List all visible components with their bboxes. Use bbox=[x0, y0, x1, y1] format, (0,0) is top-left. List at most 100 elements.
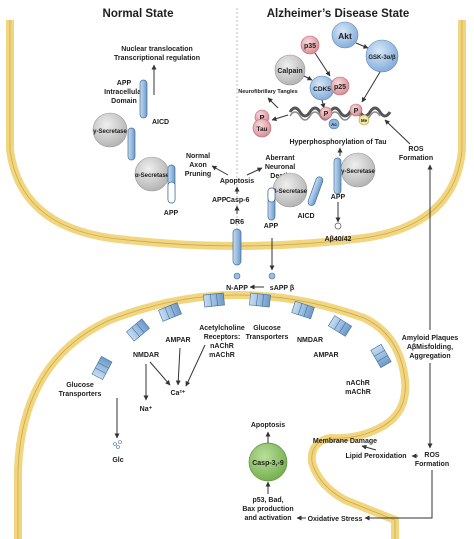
app-icd-label-2: Intracellular bbox=[104, 89, 144, 96]
neurofibrillary-tangles-label: Neurofibrillary Tangles bbox=[238, 89, 298, 95]
normal-axon-label-3: Pruning bbox=[185, 171, 211, 178]
arrow-apoptosis-to-aberrant bbox=[246, 167, 263, 176]
nmdar-right-label: NMDAR bbox=[297, 337, 323, 344]
abeta-fragment bbox=[334, 222, 342, 230]
receptor-nmdar-left bbox=[126, 318, 150, 342]
calpain-label: Calpain bbox=[277, 68, 302, 75]
n-app-fragment bbox=[233, 272, 241, 280]
akt-node bbox=[331, 21, 359, 49]
sapp-beta-label: sAPP β bbox=[270, 285, 295, 292]
formation-label-top: Formation bbox=[399, 155, 433, 162]
glucose-transporters-left-label-2: Transporters bbox=[59, 391, 102, 398]
arrow-lipid-to-membrane bbox=[361, 444, 377, 451]
nmdar-left-label: NMDAR bbox=[133, 352, 159, 359]
ach-receptors-label-3: nAChR bbox=[210, 343, 234, 350]
apoptosis-label-bottom: Apoptosis bbox=[251, 422, 285, 429]
normal-axon-label-2: Axon bbox=[189, 162, 207, 169]
app-fragment-normal bbox=[127, 127, 136, 161]
phospho-tau-strand-2 bbox=[349, 103, 363, 117]
arrow-ach-to-ca bbox=[185, 344, 206, 387]
caspase-label: Casp-3,-9 bbox=[252, 460, 284, 467]
p25-node bbox=[330, 76, 350, 96]
p35-label: p35 bbox=[304, 43, 316, 50]
gsk3-label: GSK-3α/β bbox=[368, 55, 396, 61]
p53-label-3: and activation bbox=[244, 515, 291, 522]
app-label-ad-right: APP bbox=[331, 194, 346, 201]
calpain-node bbox=[274, 54, 306, 86]
methyl-label: Me bbox=[361, 118, 368, 123]
tau-protein-strand bbox=[288, 106, 392, 118]
ach-receptors-label-4: mAChR bbox=[209, 352, 235, 359]
aicd-fragment-ad bbox=[307, 176, 324, 206]
app-casp-label: APP bbox=[212, 197, 227, 204]
cdk5-label: CDK5 bbox=[313, 86, 331, 93]
glucose-transporters-left-label-1: Glucose bbox=[66, 382, 94, 389]
p53-label-1: p53, Bad, bbox=[252, 497, 283, 504]
arrow-apoptosis-to-pruning bbox=[211, 165, 229, 176]
arrow-ros-to-oxidative bbox=[364, 470, 433, 521]
amyloid-plaques-label-1: Amyloid Plaques bbox=[402, 335, 459, 342]
nuclear-translocation-label: Nuclear translocation bbox=[121, 46, 193, 53]
aberrant-label-1: Aberrant bbox=[265, 155, 295, 162]
gamma-secretase-ad bbox=[340, 152, 376, 188]
beta-secretase-label: β-Secretase bbox=[273, 189, 308, 195]
tau-node bbox=[252, 118, 272, 138]
receptor-ampar-left bbox=[158, 302, 182, 322]
gamma-secretase-label-ad: γ-Secretase bbox=[341, 169, 375, 175]
app-icd-label-1: APP bbox=[117, 80, 132, 87]
acetyl-marker bbox=[328, 118, 340, 130]
arrow-ros-to-tau bbox=[384, 119, 411, 145]
arrow-cdk5-to-tau bbox=[320, 99, 326, 109]
arrow-ampar-to-ca bbox=[175, 347, 181, 386]
gamma-secretase-normal bbox=[92, 112, 128, 148]
akt-label: Akt bbox=[338, 31, 352, 41]
abeta-label: Aβ40/42 bbox=[325, 236, 352, 243]
arrow-akt-to-gsk bbox=[355, 42, 369, 49]
app-label-ad-left: APP bbox=[264, 223, 279, 230]
aicd-label-ad: AICD bbox=[297, 213, 314, 220]
dr6-receptor bbox=[232, 228, 242, 266]
nachr-label: nAChR bbox=[346, 380, 370, 387]
amyloid-plaques-label-2: AβMisfolding, bbox=[407, 344, 453, 351]
arrow-strand-to-tau bbox=[271, 114, 289, 122]
acetyl-label: Ac bbox=[331, 122, 337, 127]
gamma-secretase-label-normal: γ-Secretase bbox=[93, 129, 127, 135]
ach-receptors-label-2: Receptors: bbox=[204, 334, 241, 341]
apoptosis-label-top: Apoptosis bbox=[220, 178, 254, 185]
receptor-nmdar-right bbox=[291, 300, 315, 320]
phospho-tau-p-label: P bbox=[259, 113, 264, 122]
ampar-right-label: AMPAR bbox=[313, 352, 338, 359]
receptor-nachr-right bbox=[370, 343, 392, 369]
dr6-label: DR6 bbox=[230, 219, 244, 226]
oxidative-stress-label: Oxidative Stress bbox=[308, 516, 363, 523]
glucose-molecules bbox=[113, 440, 122, 449]
n-app-label: N-APP bbox=[226, 285, 248, 292]
membrane-damage-label: Membrane Damage bbox=[313, 438, 377, 445]
gsk3-node bbox=[365, 39, 399, 73]
receptor-glut-center bbox=[249, 292, 271, 308]
arrow-calpain-to-cdk5 bbox=[303, 75, 313, 81]
ros-label-top: ROS bbox=[408, 146, 424, 153]
na-label: Na⁺ bbox=[140, 406, 153, 413]
transcriptional-regulation-label: Transcriptional regulation bbox=[114, 55, 200, 62]
tau-label: Tau bbox=[256, 126, 267, 133]
glucose-transporters-center-label-1: Glucose bbox=[253, 325, 281, 332]
p25-label: p25 bbox=[334, 84, 346, 91]
phospho-tau-strand-1 bbox=[319, 106, 333, 120]
app-receptor-ad-right bbox=[333, 157, 342, 195]
amyloid-plaques-label-3: Aggregation bbox=[409, 353, 450, 360]
aberrant-label-2: Neuronal bbox=[265, 164, 295, 171]
p35-node bbox=[300, 35, 320, 55]
methyl-marker bbox=[358, 114, 370, 126]
receptor-ach-left bbox=[203, 292, 225, 308]
ampar-left-label: AMPAR bbox=[165, 337, 190, 344]
p53-label-2: Bax production bbox=[242, 506, 293, 513]
aicd-fragment-normal bbox=[139, 79, 148, 119]
arrow-nmdar-to-ca bbox=[149, 361, 171, 386]
ros-label-bottom: ROS bbox=[424, 452, 440, 459]
alzheimers-state-header: Alzheimer’s Disease State bbox=[267, 8, 410, 20]
alpha-secretase-label: α-Secretase bbox=[135, 173, 170, 179]
arrow-tau-to-tangles bbox=[267, 97, 279, 109]
sapp-fragment bbox=[268, 272, 276, 280]
